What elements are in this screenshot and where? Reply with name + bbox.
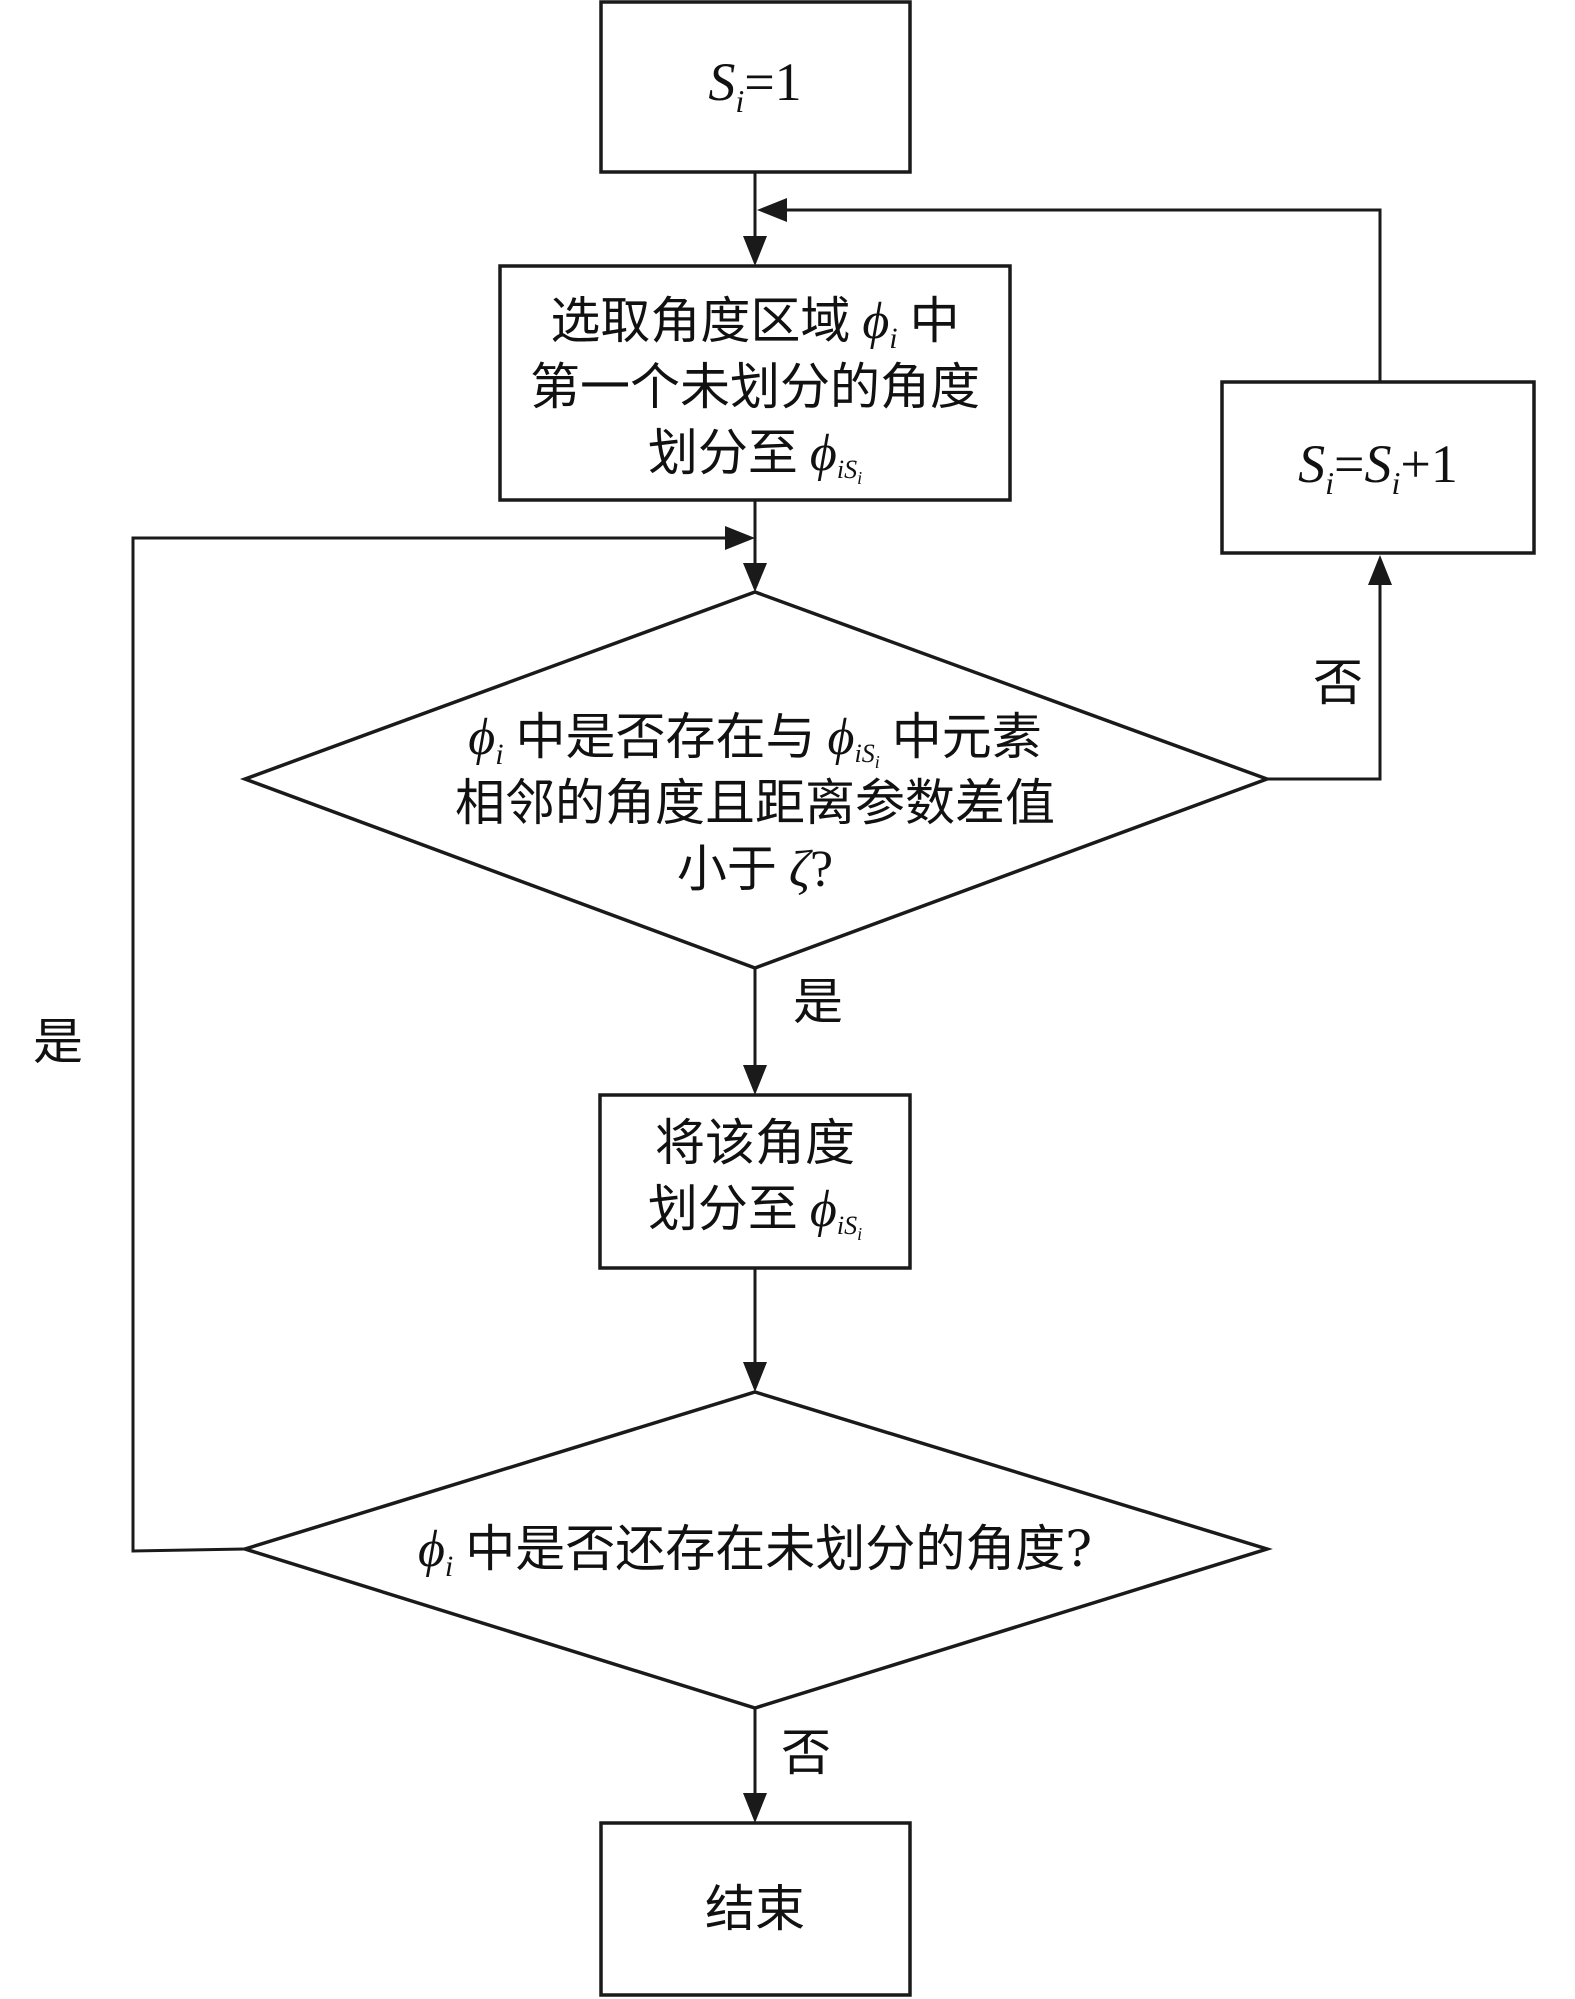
decision2-text: 中是否还存在未划分的角度? xyxy=(465,1520,1092,1578)
increment-sub: i xyxy=(1325,465,1334,501)
assign-line2-sub-S: S xyxy=(844,1211,857,1240)
arrowhead-loop-decision1 xyxy=(725,526,755,550)
assign-line2-sub-i: i xyxy=(837,1211,844,1240)
decision1-line1-tail: 中元素 xyxy=(892,708,1042,766)
decision1-line1-sub-i: i xyxy=(854,739,861,768)
decision1-line1-sub-S: S xyxy=(862,739,875,768)
increment-eq: = xyxy=(1334,434,1364,494)
select-line3-sub-S: S xyxy=(844,455,857,484)
connectors xyxy=(131,172,1392,1823)
decision1-line1-mid: 中是否存在与 xyxy=(516,708,816,766)
end-box xyxy=(599,1821,912,1997)
label-decision1-no: 否 xyxy=(1313,654,1363,712)
decision2-phi: ϕ xyxy=(418,1521,445,1578)
select-line1-tail: 中 xyxy=(910,292,960,350)
label-decision1-yes: 是 xyxy=(793,973,843,1031)
decision1-line3-text: 小于 xyxy=(677,840,777,898)
arrowhead-into-select xyxy=(743,236,767,266)
select-line3-phi: ϕ xyxy=(810,425,837,482)
label-decision2-no: 否 xyxy=(781,1724,831,1782)
arrowhead-into-assign xyxy=(743,1065,767,1095)
select-line3-sub-S-i: i xyxy=(857,468,862,488)
decision1-line1-sub-S-i: i xyxy=(875,752,880,772)
arrowhead-loop-select xyxy=(757,198,787,222)
increment-tail: +1 xyxy=(1400,434,1457,494)
decision2-sub: i xyxy=(445,1550,453,1583)
select-line1-sub: i xyxy=(889,322,897,355)
node-end: 结束 xyxy=(599,1821,912,1997)
end-label: 结束 xyxy=(705,1880,805,1938)
decision1-line1-phi: ϕ xyxy=(468,709,495,766)
assign-box xyxy=(598,1093,912,1270)
decision1-diamond xyxy=(239,590,1273,970)
decision1-line1-phi2: ϕ xyxy=(828,709,855,766)
arrowhead-into-end xyxy=(743,1793,767,1823)
select-line3-text: 划分至 xyxy=(648,424,798,482)
node-decision2: ϕi 中是否还存在未划分的角度? xyxy=(239,1390,1273,1710)
assign-line2-sub-S-i: i xyxy=(857,1224,862,1244)
edge-labels: 否 是 是 否 xyxy=(33,654,1363,1782)
select-line1-text: 选取角度区域 xyxy=(550,292,850,350)
increment-box xyxy=(1220,380,1536,555)
assign-line1: 将该角度 xyxy=(655,1114,855,1172)
init-eq: =1 xyxy=(744,52,801,112)
assign-line2-phi: ϕ xyxy=(810,1181,837,1238)
init-sub: i xyxy=(735,83,744,119)
decision1-line3-q: ? xyxy=(810,841,833,898)
label-decision2-yes: 是 xyxy=(33,1013,83,1071)
node-init: Si=1 xyxy=(599,0,912,174)
assign-line2-text: 划分至 xyxy=(648,1180,798,1238)
decision2-label: ϕi 中是否还存在未划分的角度? xyxy=(418,1520,1092,1583)
edge-decision1-no xyxy=(1267,583,1382,781)
select-line3-sub-i: i xyxy=(837,455,844,484)
increment-var2: S xyxy=(1365,434,1392,494)
decision2-diamond xyxy=(239,1390,1273,1710)
arrowhead-into-decision1 xyxy=(743,563,767,592)
increment-label: Si=Si+1 xyxy=(1298,434,1458,501)
select-box xyxy=(498,264,1012,502)
arrowhead-into-increment xyxy=(1368,555,1392,585)
arrowhead-into-decision2 xyxy=(743,1362,767,1392)
edge-increment-to-select xyxy=(785,208,1382,382)
decision1-line1-sub: i xyxy=(495,738,503,771)
init-label: Si=1 xyxy=(708,52,801,119)
decision1-line2: 相邻的角度且距离参数差值 xyxy=(455,774,1055,832)
increment-var: S xyxy=(1298,434,1325,494)
select-line2: 第一个未划分的角度 xyxy=(530,358,980,416)
edge-decision2-yes xyxy=(131,536,727,1553)
init-box xyxy=(599,0,912,174)
node-increment: Si=Si+1 xyxy=(1220,380,1536,555)
select-line1-phi: ϕ xyxy=(862,293,889,350)
decision1-line3-zeta: ζ xyxy=(789,841,813,898)
init-var: S xyxy=(708,52,735,112)
increment-sub2: i xyxy=(1392,465,1401,501)
